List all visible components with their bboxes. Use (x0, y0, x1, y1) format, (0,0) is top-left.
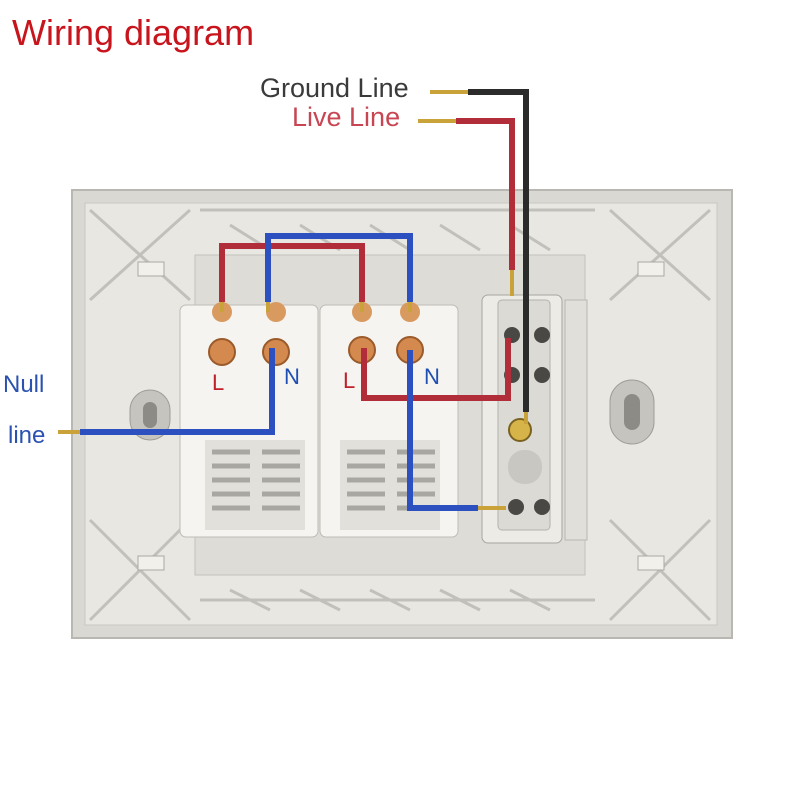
null-line-label-word1: Null (3, 371, 45, 398)
null-line-label-word2: line (8, 422, 46, 449)
ground-wire (468, 89, 529, 412)
socket1-neutral-terminal-label: N (284, 364, 300, 389)
live-line-label: Live Line (292, 102, 401, 132)
live-wire (219, 118, 515, 401)
socket-module-1 (179, 302, 319, 538)
terminal-block (481, 294, 588, 544)
diagram-title: Wiring diagram (12, 12, 255, 53)
socket2-neutral-terminal-label: N (424, 364, 440, 389)
neutral-wire (80, 233, 478, 511)
copper-wire-tips (58, 90, 528, 510)
ground-line-label: Ground Line (260, 73, 409, 103)
socket2-live-terminal-label: L (343, 368, 356, 393)
socket1-live-terminal-label: L (212, 370, 225, 395)
socket-module-2 (319, 302, 459, 538)
